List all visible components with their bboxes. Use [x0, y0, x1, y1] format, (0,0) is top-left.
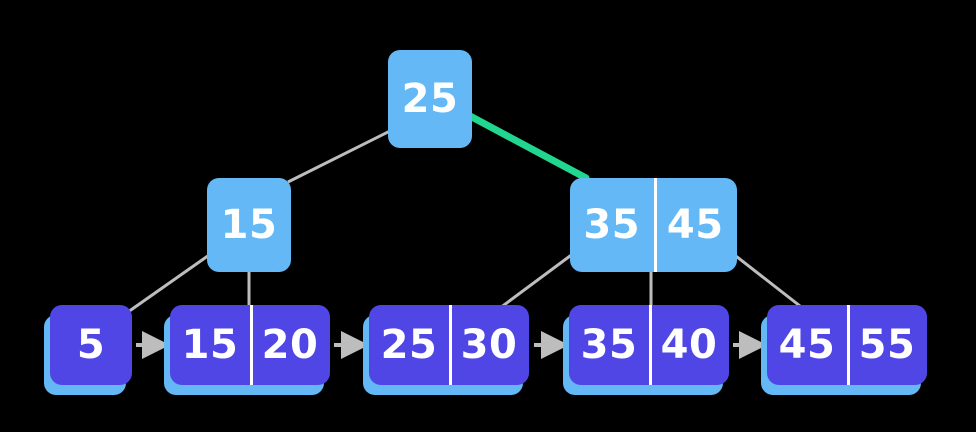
- node-key-cell[interactable]: 45: [653, 178, 738, 272]
- tree-node-leaf-1[interactable]: 5: [44, 305, 132, 395]
- node-key-cell[interactable]: 25: [380, 322, 438, 368]
- node-key-cell[interactable]: 15: [181, 322, 239, 368]
- node-key-cell[interactable]: 30: [449, 305, 529, 385]
- tree-node-internal-1[interactable]: 15: [207, 178, 291, 272]
- node-key-cell[interactable]: 55: [847, 305, 927, 385]
- tree-node-root[interactable]: 25: [388, 50, 472, 148]
- node-key-cell[interactable]: 5: [76, 322, 106, 368]
- node-key-cell[interactable]: 45: [778, 322, 836, 368]
- node-key-cell[interactable]: 35: [583, 202, 641, 248]
- node-key-cell[interactable]: 40: [649, 305, 729, 385]
- node-body: 25: [388, 50, 472, 148]
- node-body: 35 45: [570, 178, 737, 272]
- node-key-cell[interactable]: 15: [220, 202, 278, 248]
- tree-node-internal-2[interactable]: 35 45: [570, 178, 737, 272]
- node-body: 5: [50, 305, 132, 385]
- node-body: 15: [207, 178, 291, 272]
- node-key-cell[interactable]: 20: [250, 305, 330, 385]
- node-key-cell[interactable]: 25: [401, 76, 459, 122]
- node-key-cell[interactable]: 35: [580, 322, 638, 368]
